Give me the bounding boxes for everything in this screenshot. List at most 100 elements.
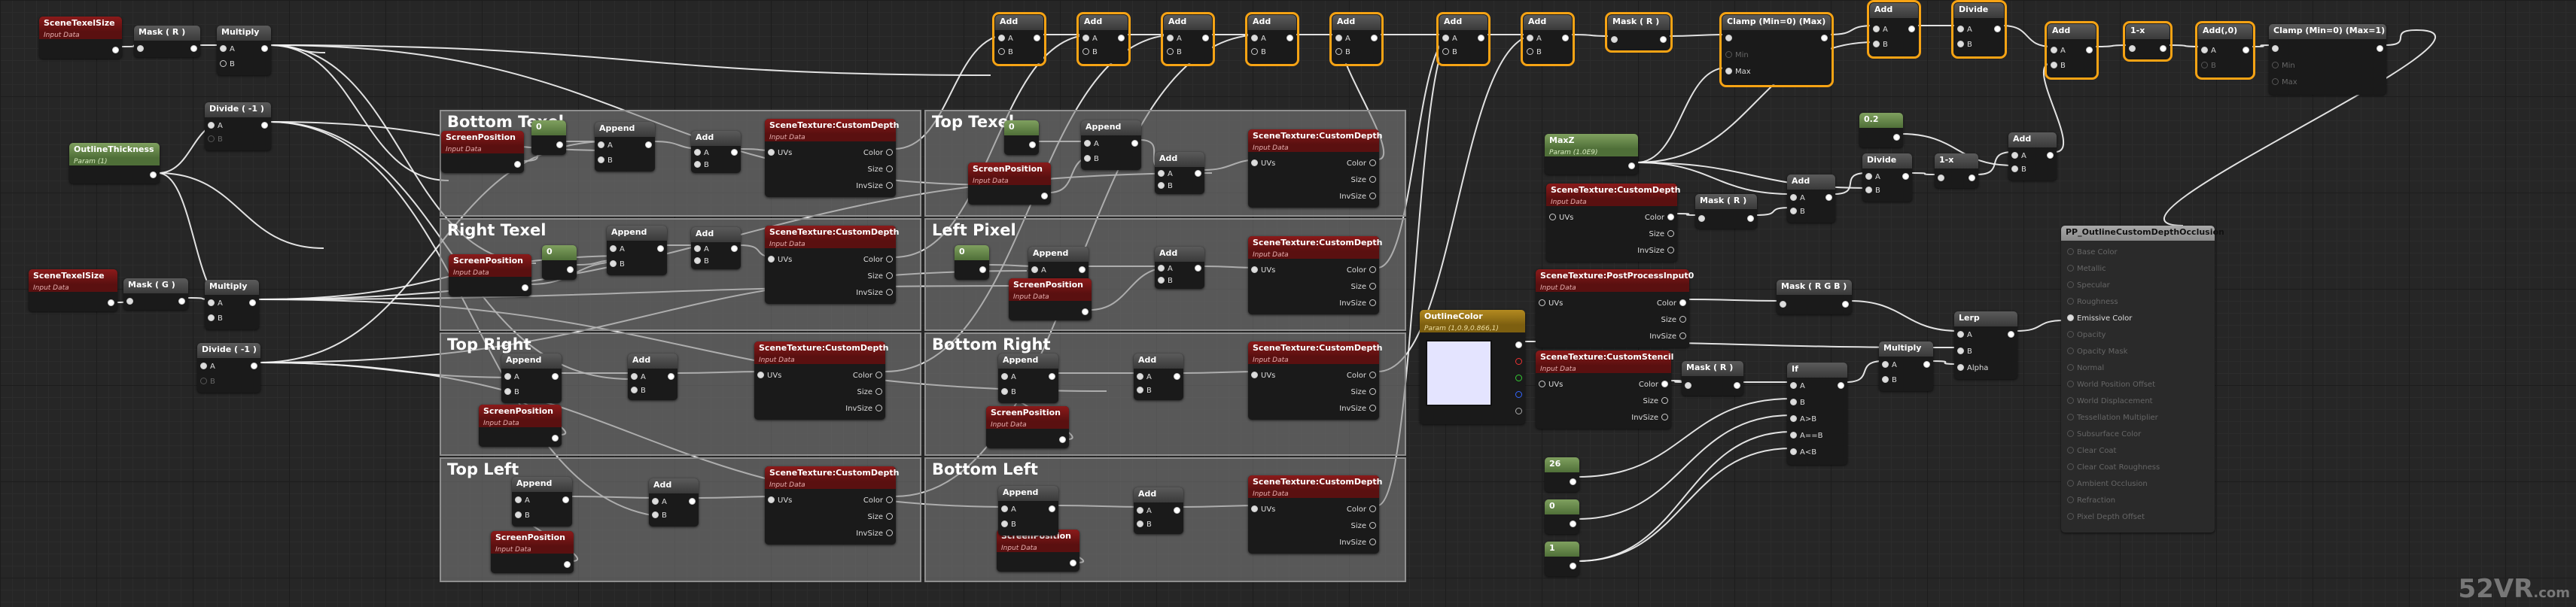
pin-a[interactable]: A [1158,265,1173,274]
output-pin[interactable] [2374,45,2383,54]
output-pin[interactable] [1026,141,1036,150]
max-z-param-node[interactable]: MaxZ Param (1.0E9) [1545,134,1638,175]
pin-a[interactable]: A [1001,373,1016,382]
outline-color-param-node[interactable]: OutlineColor Param (1,0.9,0.866,1) [1420,310,1525,424]
output-pin[interactable] [1171,373,1180,382]
constant-0-node[interactable]: 0 [955,245,989,280]
screen-position-node[interactable]: ScreenPosition Input Data [997,530,1079,572]
output-pin[interactable] [1192,170,1201,179]
scene-texture-postprocess-node[interactable]: SceneTexture:PostProcessInput0 Input Dat… [1536,269,1694,348]
output-pin[interactable] [1625,162,1635,171]
pin-size[interactable]: Size [1350,176,1376,185]
output-pin[interactable] [549,435,559,444]
pin-invsize[interactable]: InvSize [856,182,893,191]
input-pin[interactable] [1725,35,1735,44]
pin-uvs[interactable]: UVs [1251,159,1275,168]
pin-invsize[interactable]: InvSize [1339,405,1376,414]
append-node[interactable]: Append A B [595,122,655,171]
mask-r-node[interactable]: Mask ( R ) [1695,194,1757,229]
mask-r-node[interactable]: Mask ( R ) [1682,361,1743,396]
pin-color[interactable]: Color [1347,505,1376,514]
add-node[interactable]: Add A B [1155,247,1204,289]
pin-a[interactable]: A [652,498,667,507]
output-pin[interactable] [105,299,114,308]
result-pin[interactable]: Normal [2067,364,2104,373]
result-pin[interactable]: Roughness [2067,298,2118,307]
pin-a-equals-b[interactable]: A==B [1790,432,1822,441]
constant-0-node[interactable]: 0 [1545,499,1579,534]
result-pin[interactable]: Clear Coat Roughness [2067,463,2160,472]
pin-a[interactable]: A [1251,35,1266,44]
output-pin[interactable] [1031,35,1040,44]
output-pin[interactable] [519,284,528,293]
pin-b[interactable]: B [1082,48,1098,57]
output-pin[interactable] [665,373,674,382]
output-pin[interactable] [246,299,256,308]
pin-a[interactable]: A [598,141,613,150]
pin-invsize[interactable]: InvSize [1649,332,1686,341]
pin-a[interactable]: A [1873,26,1888,35]
multiply-node[interactable]: Multiply A B [217,26,271,75]
add-node-selected[interactable]: Add A B [1245,12,1299,66]
pin-a[interactable]: A [610,245,625,254]
output-pin[interactable] [1046,505,1055,514]
result-pin[interactable]: Clear Coat [2067,447,2116,456]
pin-a-less-b[interactable]: A<B [1790,448,1816,457]
output-pin[interactable] [1067,560,1076,569]
pin-b[interactable]: B [598,156,613,165]
input-pin[interactable] [126,298,136,307]
pin-b[interactable]: B [652,511,667,521]
output-pin[interactable] [1965,175,1975,184]
pin-a[interactable]: A [694,149,709,158]
pin-uvs[interactable]: UVs [1251,505,1275,514]
input-pin[interactable] [1685,382,1694,391]
result-pin[interactable]: Opacity Mask [2067,348,2127,357]
pin-b[interactable]: B [200,378,215,387]
output-pin[interactable] [1822,194,1832,203]
output-pin[interactable] [1192,265,1201,274]
pin-size[interactable]: Size [867,513,893,522]
divide-node[interactable]: Divide A B [1862,153,1912,202]
pin-b[interactable]: B [631,387,646,396]
pin-b[interactable]: B [208,135,223,144]
scene-texture-custom-depth-node[interactable]: SceneTexture:CustomDepth Input Data UVs … [765,466,899,545]
output-pin[interactable] [1567,478,1576,487]
constant-0-node[interactable]: 0 [1004,120,1039,155]
pin-b[interactable]: B [1335,48,1350,57]
output-pin[interactable] [1171,507,1180,516]
pin-a[interactable]: A [1137,373,1152,382]
pin-a[interactable]: A [1865,173,1880,182]
pin-b[interactable]: B [1957,348,1972,357]
add-node[interactable]: Add A B [628,354,677,400]
pin-invsize[interactable]: InvSize [1339,539,1376,548]
clamp-min-max-node-selected[interactable]: Clamp (Min=0) (Max) Min Max [1719,12,1834,87]
pin-size[interactable]: Size [1643,397,1668,406]
screen-position-node[interactable]: ScreenPosition Input Data [449,254,531,296]
pin-invsize[interactable]: InvSize [1631,414,1668,423]
add-node-selected[interactable]: Add A B [1076,12,1131,66]
add-node-selected[interactable]: Add A B [1521,12,1575,66]
add-node[interactable]: Add A B [649,478,699,527]
output-pin[interactable] [1899,173,1909,182]
output-pin[interactable] [1368,35,1378,44]
output-pin[interactable] [559,496,569,505]
mask-rgb-node[interactable]: Mask ( R G B ) [1777,280,1852,314]
output-pin[interactable] [2044,152,2054,161]
output-pin[interactable] [2083,47,2093,56]
one-minus-node-selected[interactable]: 1-x [2123,21,2173,62]
pin-b[interactable]: B [1882,376,1897,385]
pin-color[interactable]: Color [863,496,893,505]
output-pin[interactable] [2005,331,2014,340]
add-node-selected[interactable]: Add A B [1329,12,1384,66]
multiply-node-2[interactable]: Multiply A B [205,280,259,329]
pin-a[interactable]: A [2051,47,2066,56]
output-pin[interactable] [564,266,574,275]
result-pin[interactable]: Refraction [2067,496,2115,505]
pin-uvs[interactable]: UVs [757,372,781,381]
pin-size[interactable]: Size [857,388,882,397]
pin-uvs[interactable]: UVs [768,149,792,158]
output-pin[interactable] [1567,521,1576,530]
output-pin[interactable] [1056,436,1066,445]
add-node-selected[interactable]: Add A B [1867,0,1921,59]
output-pin[interactable] [1475,35,1484,44]
